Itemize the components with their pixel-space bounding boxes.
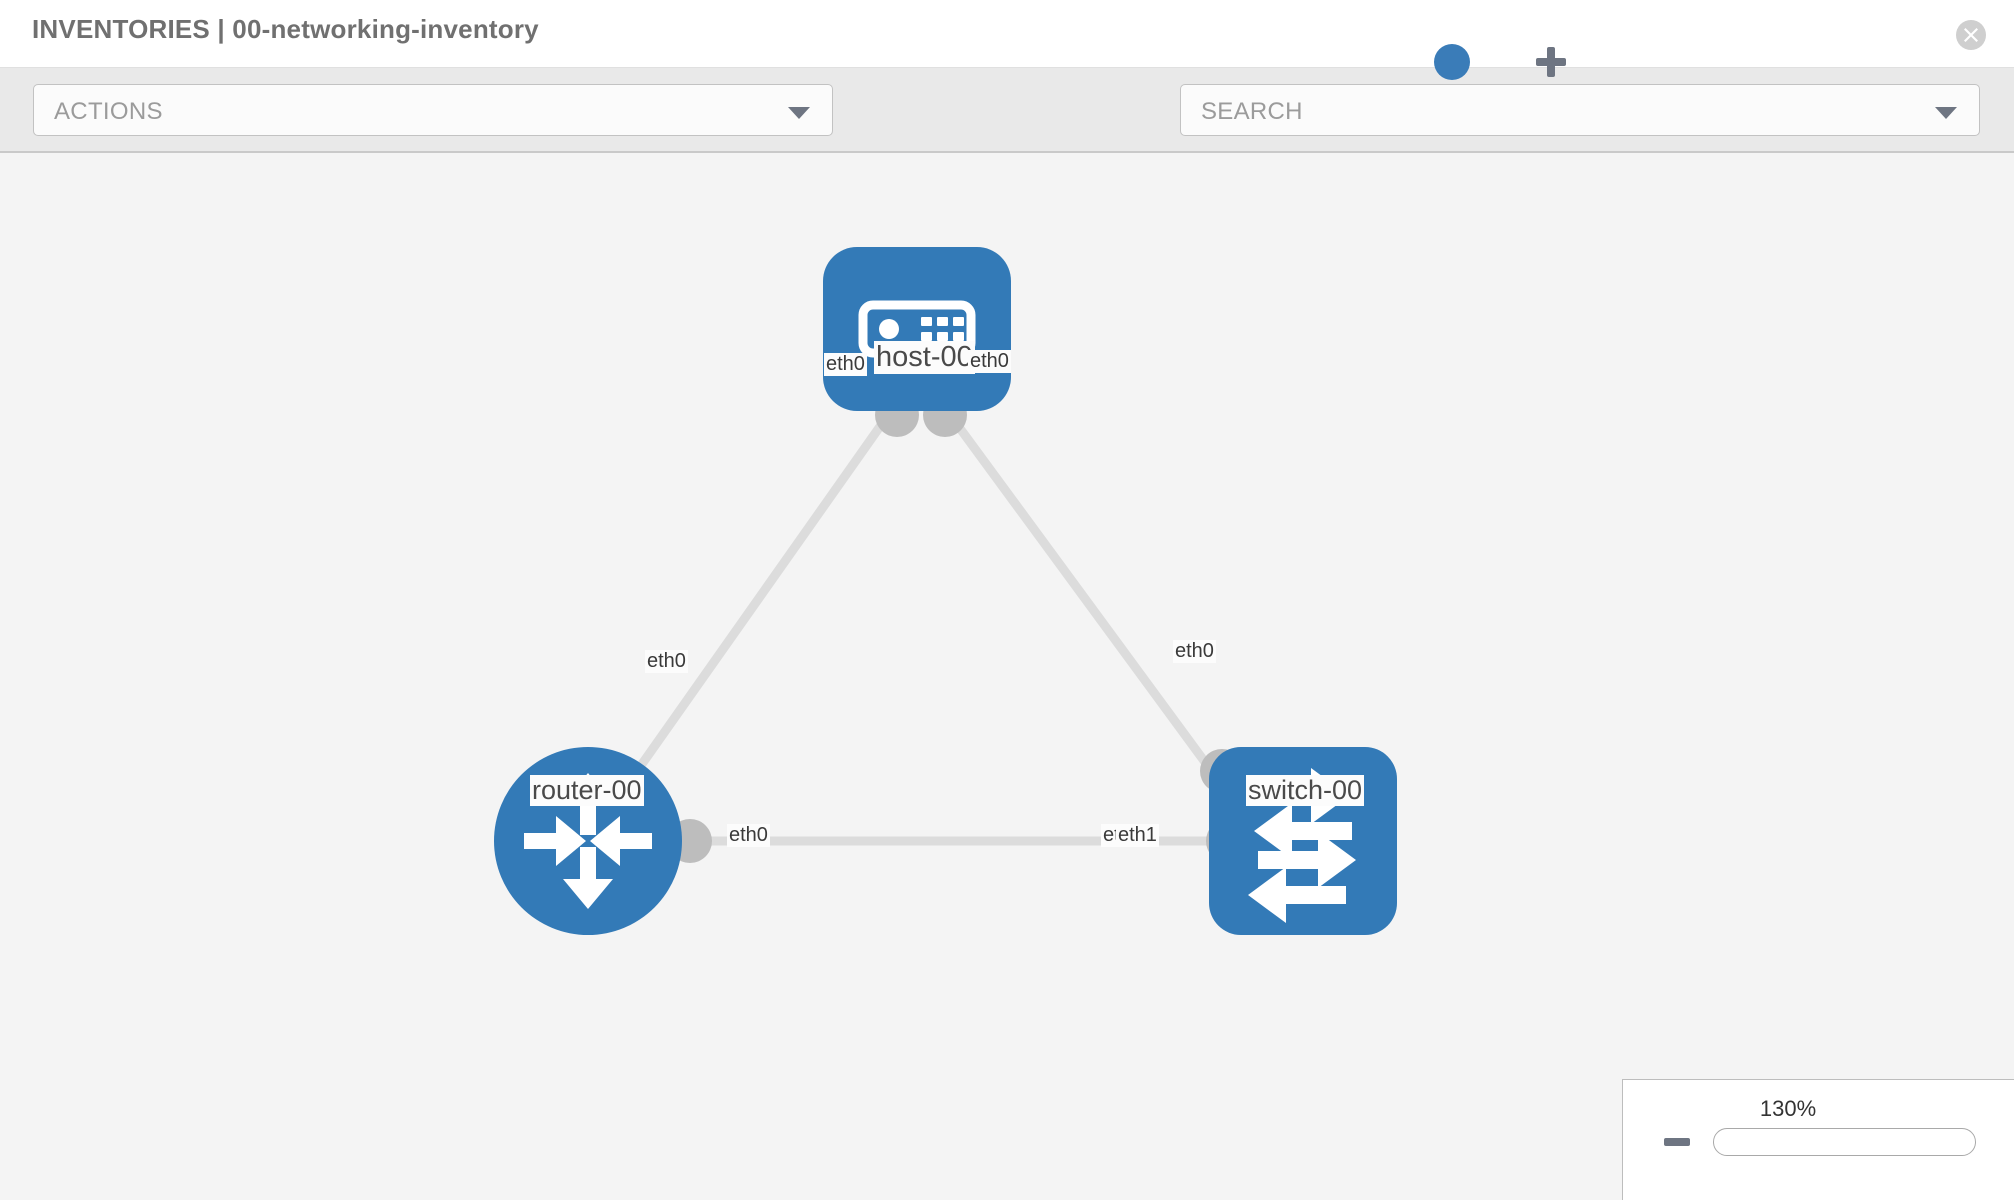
iface-label-host-eth0-right: eth0 xyxy=(968,350,1011,373)
iface-label-switch-eth0-up: eth0 xyxy=(1173,640,1216,663)
iface-label-router-eth0-up: eth0 xyxy=(645,650,688,673)
zoom-out-button[interactable] xyxy=(1664,1138,1690,1146)
iface-label-host-eth0-left: eth0 xyxy=(824,353,867,376)
link-host-router xyxy=(607,405,897,811)
iface-label-router-eth0: eth0 xyxy=(727,824,770,847)
node-label-switch-00: switch-00 xyxy=(1246,775,1365,806)
iface-label-switch-eth1: eth1 xyxy=(1116,824,1159,847)
zoom-slider-track[interactable] xyxy=(1713,1128,1976,1156)
toolbar: ACTIONS SEARCH xyxy=(0,68,2014,197)
search-placeholder: SEARCH xyxy=(1201,98,1303,125)
zoom-in-button[interactable] xyxy=(1536,47,1566,77)
topology-graph xyxy=(494,247,1397,935)
interface-connectors xyxy=(668,393,1250,863)
zoom-level-value: 130% xyxy=(1759,1096,1817,1121)
zoom-control-panel: 130% xyxy=(1622,1079,2014,1200)
zoom-slider-thumb[interactable] xyxy=(1434,44,1470,80)
topology-canvas[interactable]: host-00 router-00 switch-00 eth0 eth0 et… xyxy=(0,153,2014,1200)
actions-dropdown[interactable]: ACTIONS xyxy=(33,84,833,136)
chevron-down-icon[interactable] xyxy=(1935,107,1957,119)
node-label-router-00: router-00 xyxy=(530,775,644,806)
link-host-switch xyxy=(941,405,1239,806)
node-host-00[interactable] xyxy=(823,247,1011,411)
actions-dropdown-label: ACTIONS xyxy=(54,98,163,125)
node-label-host-00: host-00 xyxy=(874,341,975,374)
page-header: INVENTORIES | 00-networking-inventory xyxy=(0,0,2014,68)
close-icon[interactable] xyxy=(1956,20,1986,50)
chevron-down-icon xyxy=(788,107,810,119)
page-title: INVENTORIES | 00-networking-inventory xyxy=(32,14,539,44)
search-input[interactable]: SEARCH xyxy=(1180,84,1980,136)
